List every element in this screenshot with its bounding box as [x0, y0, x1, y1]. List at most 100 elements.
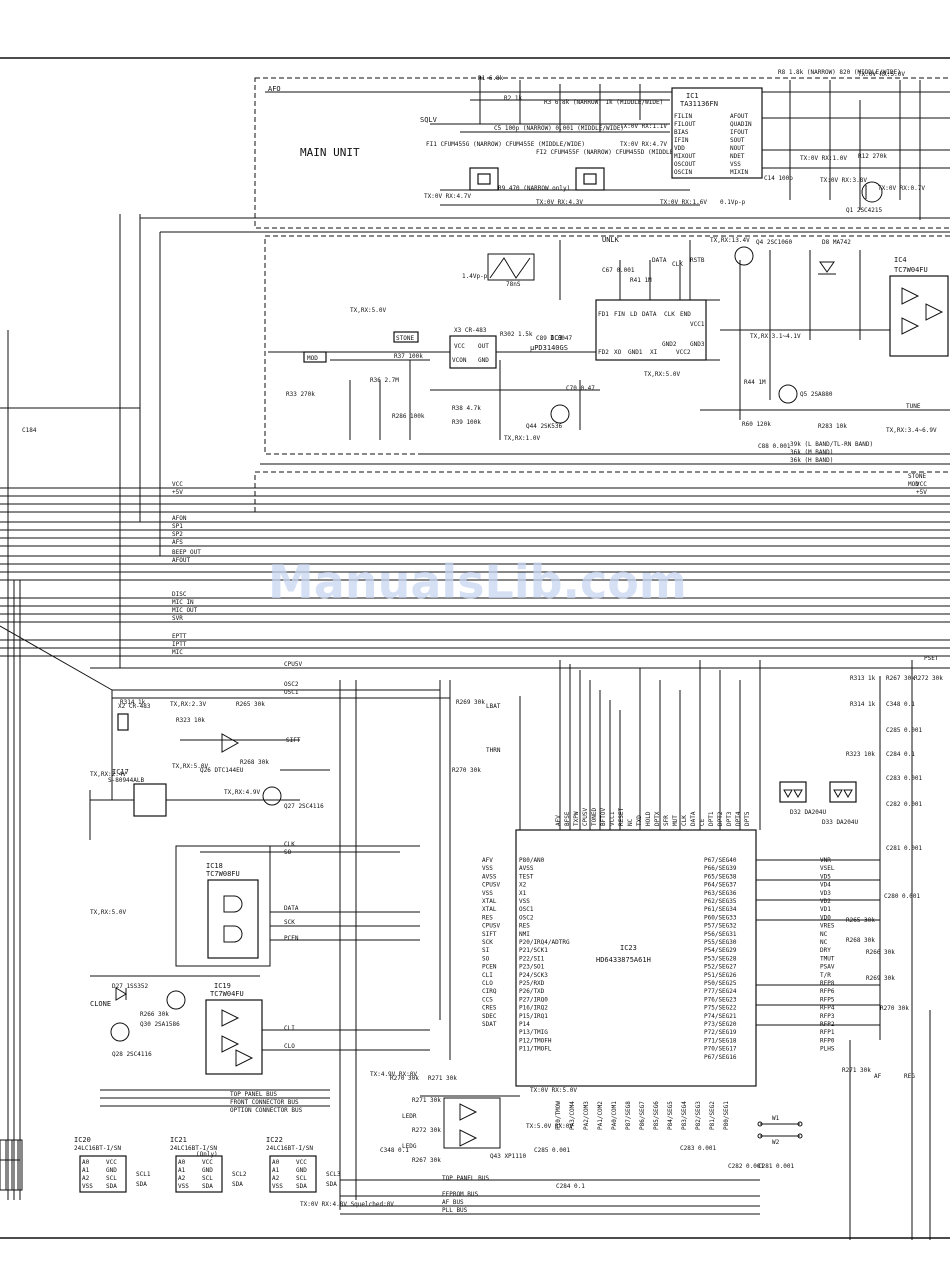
part-r269: C284 0.1 — [886, 751, 915, 758]
net-osc2: OSC2 — [284, 681, 299, 688]
ic17-part: S-80944ALB — [108, 777, 145, 784]
volt-v18: TX,RX:5.0V — [172, 763, 209, 770]
q44-label: Q44 2SK536 — [526, 423, 563, 430]
q27-label: Q27 2SC4116 — [284, 803, 324, 810]
ic23-top-pins-6: BFTOV — [600, 808, 607, 826]
ic20-gnd: GND — [106, 1167, 117, 1174]
q5-label: Q5 2SA880 — [800, 391, 833, 398]
part-r206: R323 10k — [176, 717, 205, 724]
x3-vcon: VCON — [452, 357, 467, 364]
ic23-left-inner-pins: P80/AN0AVSSTESTX2X1VSSOSC1OSC2RESNMIP20/… — [519, 857, 570, 1053]
x3-label: X3 CR-483 — [454, 327, 487, 334]
ic3-block: IC3 μPD3140GS FD1 FIN LD DATA CLK END VC… — [530, 299, 707, 361]
ic23-right-nets-22: RFP1 — [820, 1029, 835, 1036]
ic1-pin-r6: NDET — [730, 153, 745, 160]
w1-jumper — [757, 1121, 803, 1127]
ic23-right-inner-3: P65/SEG38 — [704, 873, 737, 880]
sqlv-net-label: SQLV — [420, 116, 438, 124]
ic20-ref: IC20 — [74, 1136, 91, 1144]
volt-v16: TX,RX:2.3V — [170, 701, 207, 708]
ic21-a1: A1 — [178, 1167, 186, 1174]
volt-v23: TX:5.0V RX:0V — [526, 1123, 573, 1130]
ic23-top-pins-14: MUT — [672, 815, 679, 826]
ic23-right-nets-11: NC — [820, 939, 828, 946]
left-rails — [0, 214, 161, 1200]
ic23-left-inner-24: P11/TMOFL — [519, 1046, 552, 1053]
ic23-left-pins-20: SDEC — [482, 1013, 497, 1020]
ic22-sda-net: SDA — [326, 1181, 337, 1188]
time-label: 78nS — [506, 281, 521, 288]
ic23-top-pins-7: VCC1 — [609, 811, 616, 826]
ic23-bottom-pins-13: P80/SEG1 — [723, 1101, 730, 1130]
volt-v13: TX,RX:1.0V — [504, 435, 541, 442]
part-r266: C285 0.001 — [886, 727, 923, 734]
ic19-block: IC19 TC7W04FU — [205, 982, 263, 1075]
ic23-right-nets-3: VD5 — [820, 873, 831, 880]
x3-out: OUT — [478, 343, 489, 350]
ic23-right-inner-19: P75/SEG22 — [704, 1005, 737, 1012]
ic23-left-pins-19: CRES — [482, 1005, 497, 1012]
x3-gnd: GND — [478, 357, 489, 364]
ic23-left-inner-18: P27/IRQ0 — [519, 996, 548, 1003]
part-r213: R271 30k — [428, 1075, 457, 1082]
part-c370: C281 0.001 — [758, 1163, 795, 1170]
volt-v2: TX:0V RX:4.3V — [536, 199, 583, 206]
part-r8: R8 1.8k (NARROW) 820 (MIDDLE/WIDE) — [778, 69, 901, 76]
q26-label: Q26 DTC144EU — [200, 767, 244, 774]
data-net-pll: DATA — [652, 257, 667, 264]
ic23-left-pins-3: AVSS — [482, 873, 497, 880]
part-r132: C282 0.001 — [728, 1163, 765, 1170]
ic23-right-inner-24: P70/SEG17 — [704, 1046, 737, 1053]
volt-v4: TX:0V RX:4.7V — [620, 141, 667, 148]
ic20-a1: A1 — [82, 1167, 90, 1174]
ic23-right-inner-12: P54/SEG29 — [704, 947, 737, 954]
ic23-right-inner-9: P57/SEG32 — [704, 923, 737, 930]
volt-v5: TX:0V RX:1.6V — [660, 199, 707, 206]
ic20-vcc: VCC — [106, 1159, 117, 1166]
part-c67: C67 0.001 — [602, 267, 635, 274]
part-r37: R37 100k — [394, 353, 423, 360]
part-r272: C281 0.001 — [886, 845, 923, 852]
rstb-net: RSTB — [690, 257, 705, 264]
ic23-top-pins-2: BFSE — [564, 811, 571, 826]
ic23-left-pins-14: PCEN — [482, 964, 497, 971]
ic23-right-inner-8: P60/SEG33 — [704, 914, 737, 921]
ic23-top-pins-11: HOLD — [645, 811, 652, 826]
ic18-frame — [175, 845, 271, 967]
ic21-sda-net: SDA — [232, 1181, 243, 1188]
ic22-a0: A0 — [272, 1159, 280, 1166]
q4-label: Q4 2SC1060 — [756, 239, 793, 246]
ic21-gnd: GND — [202, 1167, 213, 1174]
q30-transistor — [166, 990, 186, 1010]
part-r33: R33 270k — [286, 391, 315, 398]
ic3-ref: IC3 — [550, 334, 563, 342]
part-r314: R270 30k — [880, 1005, 909, 1012]
part-r271: C282 0.001 — [886, 801, 923, 808]
bus-mic-out: MIC OUT — [172, 607, 198, 614]
ic23-right-inner-18: P76/SEG23 — [704, 996, 737, 1003]
d8-diode — [818, 261, 836, 275]
ic1-pin-l8: OSCIN — [674, 169, 692, 176]
ic17-block: IC17 S-80944ALB — [108, 768, 167, 817]
ic23-right-nets-16: RFP8 — [820, 980, 835, 987]
ic23-right-nets-2: VSEL — [820, 865, 835, 872]
part-r219: R270 30k — [452, 767, 481, 774]
ic1-pin-r5: NOUT — [730, 145, 745, 152]
ic23-left-inner-3: TEST — [519, 873, 534, 880]
part-r267: C280 0.001 — [884, 893, 921, 900]
ic23-right-nets-14: PSAV — [820, 964, 835, 971]
q26-buffer — [221, 733, 240, 753]
net-sck: SCK — [284, 919, 295, 926]
net-pcen: PCEN — [284, 935, 299, 942]
volt-v3: TX:0V RX:1.1V — [620, 123, 667, 130]
ic23-left-nets: AFVVSSAVSSCPUSVVSSXTALXTALRESCPUSVSIFTSC… — [482, 857, 500, 1028]
ic4-part: TC7W04FU — [894, 266, 928, 274]
ic21-ref: IC21 — [170, 1136, 187, 1144]
ic22-scl: SCL — [296, 1175, 307, 1182]
net-clo: CLO — [284, 1043, 295, 1050]
reg-net: REG — [904, 1073, 915, 1080]
ic23-left-inner-13: P22/SI1 — [519, 955, 545, 962]
ic1-part: TA31136FN — [680, 100, 718, 108]
ic23-top-pins-13: SFR — [663, 815, 670, 826]
part-r300: R272 30k — [412, 1127, 441, 1134]
